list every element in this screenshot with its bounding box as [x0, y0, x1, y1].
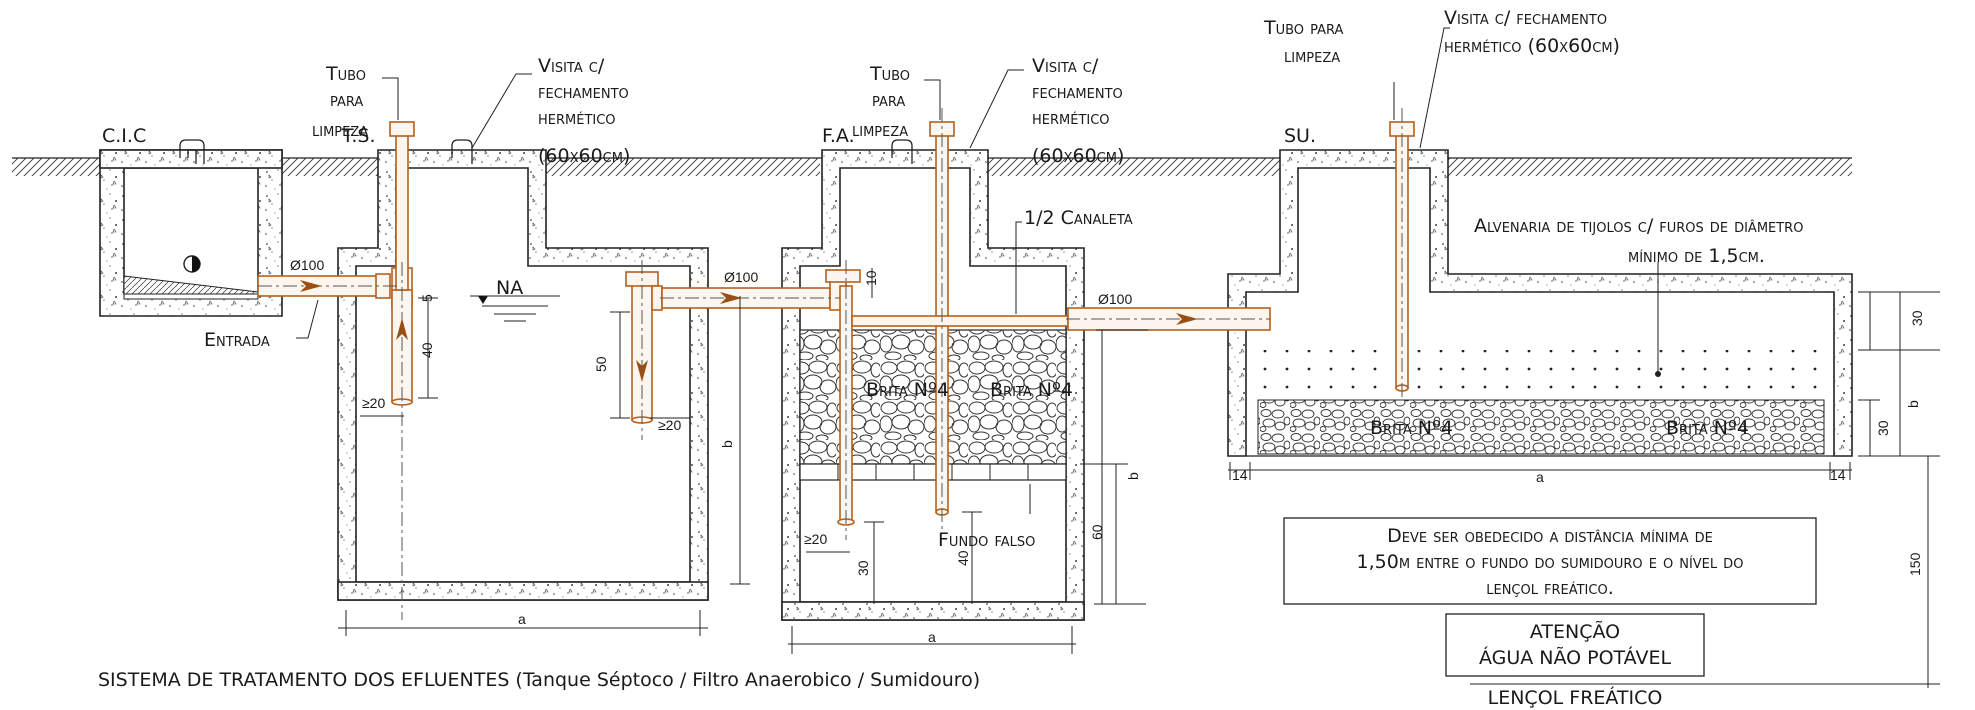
tubo-limpeza-su-line2: limpeza — [1284, 45, 1340, 67]
dim-d100-1: Ø100 — [290, 257, 324, 273]
visita-fa-line2: fechamento — [1032, 81, 1123, 103]
tubo-limpeza-fa-line3: limpeza — [852, 119, 908, 141]
note-line3: lençol freático. — [1486, 577, 1614, 599]
label-brita-su-2: Brita Nº4 — [1666, 417, 1749, 439]
note-line2: 1,50m entre o fundo do sumidouro e o nív… — [1357, 551, 1744, 573]
dim-d100-2: Ø100 — [724, 269, 758, 285]
dim-10-fa: 10 — [863, 270, 879, 286]
station-labels: C.I.C T.S. F.A. SU. — [102, 125, 1316, 147]
visita-su-line2: hermético (60x60cm) — [1444, 35, 1620, 57]
note-line1: Deve ser obedecido a distância mínima de — [1387, 525, 1713, 547]
warning-line1: ATENÇÃO — [1530, 620, 1620, 643]
dim-20-ts-2: ≥20 — [658, 417, 681, 433]
tubo-limpeza-fa-line2: para — [872, 89, 905, 111]
visita-fa-line3: hermético — [1032, 107, 1110, 129]
label-brita-fa-1: Brita Nº4 — [866, 379, 949, 401]
dim-20-fa: ≥20 — [804, 531, 827, 547]
drawing-caption: SISTEMA DE TRATAMENTO DOS EFLUENTES (Tan… — [98, 669, 980, 691]
visita-ts-line3: hermético — [538, 107, 616, 129]
label-alvenaria-line1: Alvenaria de tijolos c/ furos de diâmetr… — [1474, 215, 1803, 237]
visita-fa-line4: (60x60cm) — [1032, 145, 1124, 167]
dim-b-su: b — [1905, 400, 1921, 408]
dim-a-ts: a — [518, 611, 526, 627]
sumidouro — [1227, 149, 1853, 457]
dim-50-ts: 50 — [593, 356, 609, 372]
label-su: SU. — [1284, 125, 1316, 147]
label-lencol-freatico: LENÇOL FREÁTICO — [1488, 686, 1663, 709]
dimension-lines — [296, 27, 1940, 688]
label-ts: T.S. — [341, 125, 376, 147]
dim-d100-3: Ø100 — [1098, 291, 1132, 307]
label-cic: C.I.C — [102, 125, 146, 147]
tubo-limpeza-ts-line2: para — [330, 89, 363, 111]
dim-a-su: a — [1536, 469, 1544, 485]
label-fa: F.A. — [822, 125, 855, 147]
visita-ts-line4: (60x60cm) — [538, 145, 630, 167]
tubo-limpeza-ts-line1: Tubo — [325, 63, 366, 85]
flow-arrows — [300, 280, 1198, 382]
label-na: NA — [496, 277, 523, 299]
dim-30-su-bot: 30 — [1875, 420, 1891, 436]
label-brita-fa-2: Brita Nº4 — [990, 379, 1073, 401]
dim-30-fa: 30 — [855, 560, 871, 576]
dim-14-right: 14 — [1830, 467, 1846, 483]
dim-5: 5 — [419, 294, 435, 302]
dim-a-fa: a — [928, 629, 936, 645]
cic-inspection-box — [99, 139, 283, 317]
warning-line2: ÁGUA NÃO POTÁVEL — [1479, 646, 1672, 669]
visita-fa-line1: Visita c/ — [1032, 55, 1099, 77]
dimension-texts: Ø100 Ø100 Ø100 5 40 50 ≥20 ≥20 b a 10 b … — [290, 257, 1925, 645]
dim-150: 150 — [1907, 552, 1923, 576]
dim-b-ts: b — [719, 440, 735, 448]
label-alvenaria-line2: mínimo de 1,5cm. — [1628, 245, 1765, 267]
dimension-ticks — [1655, 371, 1661, 377]
label-brita-su-1: Brita Nº4 — [1370, 417, 1453, 439]
visita-ts-line1: Visita c/ — [538, 55, 605, 77]
dim-60-fa: 60 — [1089, 524, 1105, 540]
annotation-labels: Tubo para limpeza Visita c/ fechamento h… — [204, 7, 1803, 551]
visita-ts-line2: fechamento — [538, 81, 629, 103]
dim-b-fa: b — [1125, 472, 1141, 480]
dim-40-fa: 40 — [955, 550, 971, 566]
label-fundo-falso: Fundo falso — [938, 529, 1035, 551]
label-canaleta: 1/2 Canaleta — [1024, 207, 1133, 229]
warning-box: ATENÇÃO ÁGUA NÃO POTÁVEL — [1445, 613, 1705, 677]
dim-40-ts: 40 — [419, 342, 435, 358]
tubo-limpeza-ts-line3: limpeza — [312, 119, 368, 141]
tubo-limpeza-su-line1: Tubo para — [1263, 17, 1343, 39]
dim-30-su-top: 30 — [1909, 310, 1925, 326]
tubo-limpeza-fa-line1: Tubo — [869, 63, 910, 85]
dim-14-left: 14 — [1232, 467, 1248, 483]
visita-su-line1: Visita c/ fechamento — [1444, 7, 1607, 29]
label-entrada: Entrada — [204, 329, 270, 351]
note-box: Deve ser obedecido a distância mínima de… — [1283, 517, 1817, 605]
dim-20-ts-1: ≥20 — [362, 395, 385, 411]
